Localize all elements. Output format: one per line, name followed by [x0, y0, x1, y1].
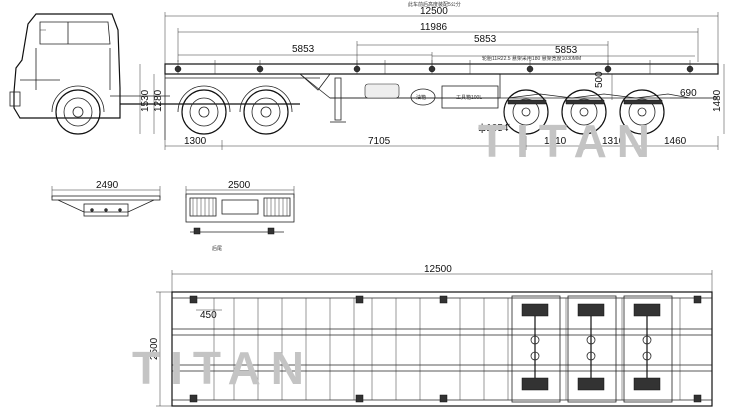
title-note: 此车前后高度装配5公分: [408, 1, 461, 8]
overall-length-label: 12500: [420, 6, 448, 17]
plan-width-label: 2500: [149, 337, 160, 360]
truck-cab: [9, 13, 121, 135]
rear-height-label: 1480: [712, 89, 723, 112]
side-view: 此车前后高度装配5公分 12500 11986 5853 5853 5853: [9, 1, 725, 150]
front-view: 2490: [51, 180, 161, 217]
front-width-label: 2490: [96, 180, 119, 191]
deck-spacing-1-label: 5853: [292, 44, 315, 55]
axle-spacing-2-label: 1310: [602, 136, 625, 147]
deck-height-label: 1280: [153, 89, 164, 112]
rear-view: 2500 后尾: [185, 180, 295, 252]
trailer-axles: [503, 89, 691, 135]
deck-spacing-2-label: 5853: [474, 34, 497, 45]
rear-width-label: 2500: [228, 180, 251, 191]
frame-length-label: 11986: [420, 22, 448, 33]
kingpin-height-label: 1530: [140, 89, 151, 112]
rear-overhang-label: 1460: [664, 136, 687, 147]
front-overhang-label: 1300: [184, 136, 207, 147]
tractor-rear-wheels: [177, 85, 293, 135]
tire-note: 轮胎11R22.5 悬架采用180 悬架宽度1030MM: [482, 55, 581, 62]
edge-offset-label: 450: [200, 310, 217, 321]
watermark-bottom: TITAN: [132, 342, 314, 394]
box-label: 工具箱100L: [456, 94, 482, 101]
plan-axles: [511, 295, 673, 403]
axle-spacing-1-label: 1310: [544, 136, 567, 147]
watermark-top: TITAN: [478, 115, 660, 167]
wheel-diameter-label: ф1054: [478, 122, 509, 134]
kingpin-to-axle-label: 7105: [368, 136, 391, 147]
rear-lower-label: 690: [680, 88, 697, 99]
deck-spacing-3-label: 5853: [555, 45, 578, 56]
rear-label: 后尾: [212, 245, 222, 252]
tank-label: 油箱: [416, 94, 426, 101]
suspension-height-label: 500: [594, 71, 605, 88]
plan-view: 12500 2500 450: [149, 264, 713, 407]
plan-length-label: 12500: [424, 264, 452, 275]
